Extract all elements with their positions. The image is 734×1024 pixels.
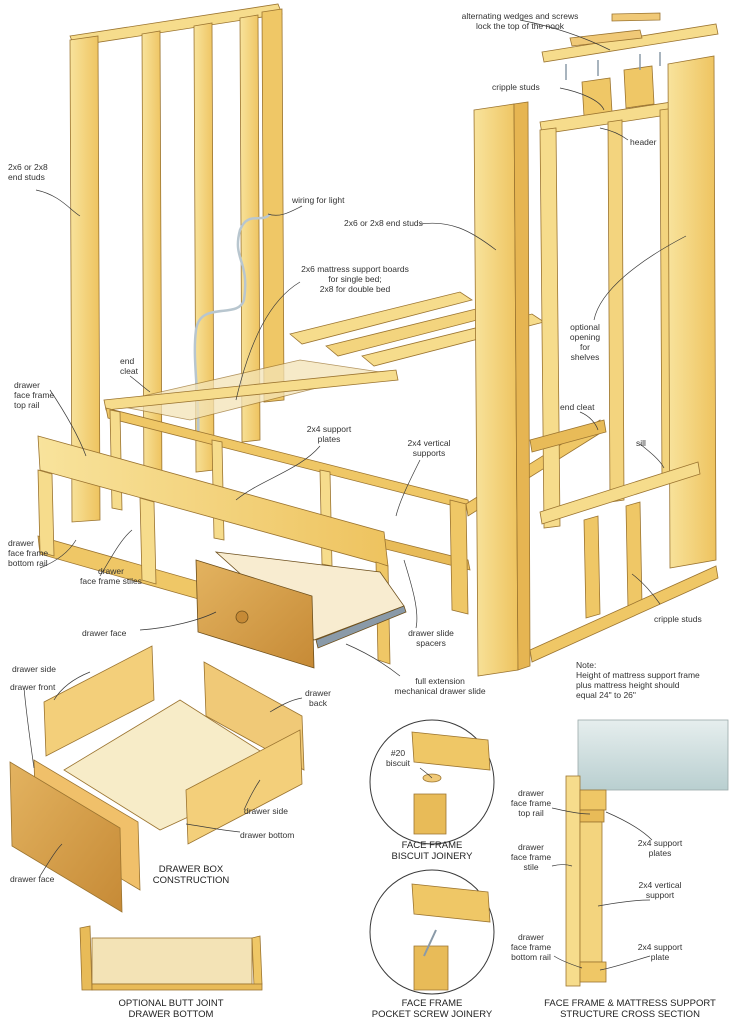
label-end-cleat-left: end cleat bbox=[120, 356, 138, 376]
cripple-stud-top-2 bbox=[623, 65, 655, 109]
drawer-box-exploded bbox=[9, 645, 305, 913]
left-end-stud-back bbox=[261, 8, 285, 403]
cs-top-plate bbox=[579, 789, 607, 811]
label-alternating-wedges: alternating wedges and screws lock the t… bbox=[461, 11, 579, 31]
label-bottom-rail: drawer face frame bottom rail bbox=[8, 538, 49, 568]
label-drawer-front: drawer front bbox=[10, 682, 56, 692]
top-wedge-board bbox=[541, 23, 719, 63]
label-stiles: drawer face frame stiles bbox=[80, 566, 142, 586]
sill bbox=[539, 461, 701, 525]
cs-bottom-plate bbox=[579, 961, 607, 983]
cross-section-detail bbox=[565, 719, 729, 987]
caption-pocket-screw: FACE FRAME POCKET SCREW JOINERY bbox=[371, 998, 493, 1020]
label-cs-top-rail: drawer face frame top rail bbox=[510, 788, 552, 818]
label-cs-support-plate: 2x4 support plate bbox=[637, 942, 683, 962]
frame-post-d bbox=[449, 499, 469, 615]
cs-mattress bbox=[577, 719, 729, 791]
label-drawer-back: drawer back bbox=[305, 688, 331, 708]
left-stud-wall bbox=[69, 3, 285, 523]
label-biscuit: #20 biscuit bbox=[385, 748, 411, 768]
label-end-studs-right: 2x6 or 2x8 end studs bbox=[344, 218, 423, 228]
pocket-screw-joinery-detail bbox=[369, 869, 495, 995]
label-cs-stile: drawer face frame stile bbox=[510, 842, 552, 872]
label-drawer-bottom: drawer bottom bbox=[240, 830, 295, 840]
exploded-drawer-side-right bbox=[185, 729, 303, 845]
cripple-stud-top-1 bbox=[581, 77, 613, 117]
cripple-stud-low-2 bbox=[625, 501, 643, 609]
face-frame-stile-mid bbox=[139, 497, 157, 585]
caption-cross-section: FACE FRAME & MATTRESS SUPPORT STRUCTURE … bbox=[544, 998, 716, 1020]
caption-butt-joint: OPTIONAL BUTT JOINT DRAWER BOTTOM bbox=[118, 998, 224, 1020]
cs-top-rail bbox=[579, 809, 605, 823]
left-end-stud bbox=[69, 35, 101, 523]
exploded-drawer-side bbox=[43, 645, 155, 757]
wedge-2 bbox=[569, 29, 643, 47]
cripple-stud-low-1 bbox=[583, 515, 601, 619]
right-end-stud-front bbox=[473, 103, 519, 677]
label-mattress-boards: 2x6 mattress support boards for single b… bbox=[301, 264, 409, 294]
face-frame-stile-left bbox=[37, 469, 55, 557]
cs-vertical-support bbox=[579, 821, 603, 963]
left-stud-4 bbox=[239, 14, 261, 443]
label-drawer-side-top: drawer side bbox=[12, 664, 56, 674]
label-cs-vertical-support: 2x4 vertical support bbox=[638, 880, 682, 900]
label-drawer-face-main: drawer face bbox=[82, 628, 127, 638]
label-end-cleat-right: end cleat bbox=[560, 402, 595, 412]
biscuit-joinery-detail bbox=[369, 719, 495, 845]
drawer-slide bbox=[315, 605, 407, 649]
drawer bbox=[195, 551, 407, 669]
label-support-plates: 2x4 support plates bbox=[306, 424, 352, 444]
back-rail bbox=[103, 369, 399, 411]
right-end-stud-2 bbox=[513, 101, 531, 671]
label-wiring: wiring for light bbox=[292, 195, 345, 205]
wedge-1 bbox=[611, 12, 661, 22]
bottom-plate-right bbox=[529, 565, 719, 663]
end-cleat-right bbox=[529, 419, 607, 453]
label-header: header bbox=[630, 137, 657, 147]
label-cripple-studs-top: cripple studs bbox=[492, 82, 540, 92]
opening-jack-mid bbox=[607, 119, 625, 503]
label-cs-support-plates: 2x4 support plates bbox=[637, 838, 683, 858]
drawer-face bbox=[195, 559, 315, 669]
caption-biscuit-joinery: FACE FRAME BISCUIT JOINERY bbox=[391, 840, 473, 862]
label-top-rail: drawer face frame top rail bbox=[14, 380, 55, 410]
light-wiring bbox=[193, 213, 271, 441]
opening-jack-left bbox=[539, 127, 561, 529]
drawer-knob bbox=[235, 610, 249, 624]
right-end-stud-back bbox=[667, 55, 717, 569]
label-note: Note: Height of mattress support frame p… bbox=[576, 660, 700, 700]
label-sill: sill bbox=[636, 438, 646, 448]
label-drawer-slide: full extension mechanical drawer slide bbox=[394, 676, 486, 696]
caption-drawer-box: DRAWER BOX CONSTRUCTION bbox=[152, 864, 230, 886]
label-optional-opening: optional opening for shelves bbox=[569, 322, 601, 362]
label-slide-spacers: drawer slide spacers bbox=[408, 628, 454, 648]
exploded-drawer-face bbox=[9, 761, 123, 913]
butt-joint-drawer-bottom bbox=[79, 925, 263, 991]
label-cripple-studs-bottom: cripple studs bbox=[654, 614, 702, 624]
cs-stile bbox=[565, 775, 581, 987]
label-drawer-side-right: drawer side bbox=[244, 806, 288, 816]
label-vertical-supports: 2x4 vertical supports bbox=[407, 438, 451, 458]
label-end-studs-left: 2x6 or 2x8 end studs bbox=[8, 162, 48, 182]
screws bbox=[565, 52, 661, 80]
right-stud-wall bbox=[473, 12, 719, 677]
label-cs-bottom-rail: drawer face frame bottom rail bbox=[510, 932, 552, 962]
leader-lines bbox=[23, 19, 687, 971]
label-drawer-face-small: drawer face bbox=[10, 874, 55, 884]
